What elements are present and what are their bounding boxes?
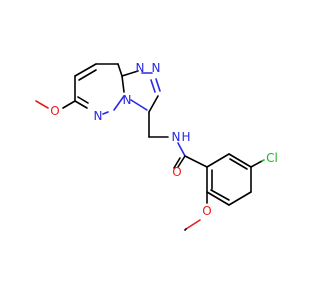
atom-h-amide: H <box>181 130 190 144</box>
bond <box>102 111 109 115</box>
bond <box>185 219 201 230</box>
bond <box>35 100 49 109</box>
atom-o-methoxy-left: O <box>50 104 59 118</box>
structure-diagram: N N N N O N H O O Cl <box>35 61 278 231</box>
bond <box>206 191 230 206</box>
atom-o-methoxy-right: O <box>202 204 211 218</box>
bond <box>150 79 156 93</box>
bond <box>250 160 263 168</box>
bond <box>74 100 88 109</box>
bond <box>210 189 230 201</box>
bond <box>74 63 97 77</box>
bond <box>121 70 139 77</box>
atom-cl: Cl <box>266 151 278 165</box>
bond <box>62 100 76 109</box>
atom-n-bridgehead: N <box>123 93 132 107</box>
bond <box>184 228 187 231</box>
atom-n-triazole-1: N <box>136 61 145 75</box>
bond <box>229 158 248 170</box>
bond <box>177 142 186 157</box>
bond <box>173 157 181 169</box>
bond <box>77 96 89 104</box>
atom-n-triazole-2: N <box>152 61 161 75</box>
bond <box>148 95 159 113</box>
bond <box>206 153 230 168</box>
bond <box>117 63 123 77</box>
bond <box>121 75 125 93</box>
bond <box>228 191 252 206</box>
bond <box>155 78 161 92</box>
bond <box>113 95 125 111</box>
bond <box>184 155 208 168</box>
atom-n-amide: N <box>172 130 181 144</box>
molecule-svg: N N N N O N H O O Cl <box>35 61 278 231</box>
bond <box>78 69 97 81</box>
bond <box>130 99 148 111</box>
bond <box>261 159 265 162</box>
bond <box>228 153 252 168</box>
atom-o-amide: O <box>172 165 181 179</box>
bond <box>177 155 186 168</box>
atom-n-pyridazine: N <box>94 109 103 123</box>
